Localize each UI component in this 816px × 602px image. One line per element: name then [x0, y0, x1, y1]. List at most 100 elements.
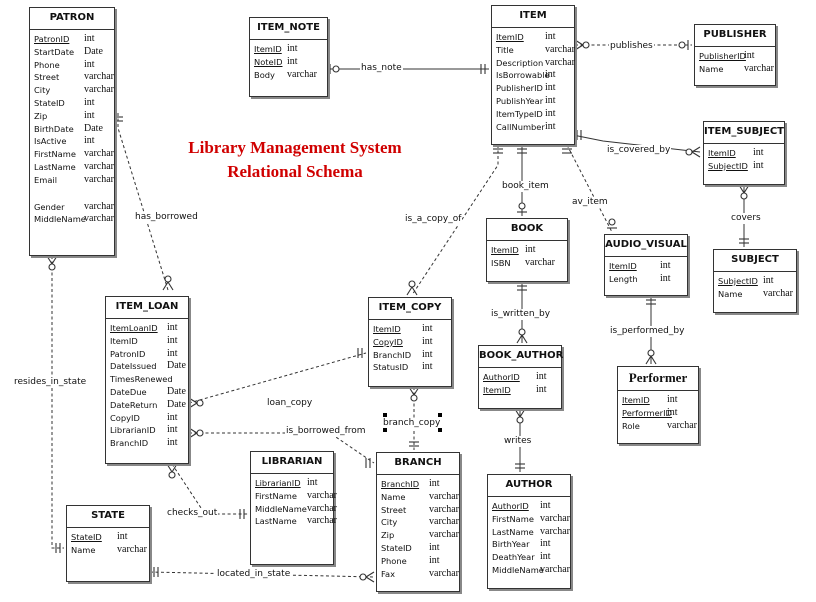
relationship-label-is-performed-by[interactable]: is_performed_by	[609, 326, 686, 337]
relationship-line-is-a-copy-of[interactable]	[411, 145, 499, 296]
relationship-line-av-item[interactable]	[566, 144, 613, 233]
relationship-label-checks-out[interactable]: checks_out	[166, 508, 219, 519]
relationship-label-is-covered-by[interactable]: is_covered_by	[606, 145, 672, 156]
relationship-label-has-note[interactable]: has_note	[360, 63, 403, 74]
relationship-label-book-item[interactable]: book_item	[501, 181, 550, 192]
relationship-label-writes[interactable]: writes	[503, 436, 533, 447]
selection-handle[interactable]	[438, 428, 442, 432]
selection-handle[interactable]	[383, 413, 387, 417]
relationship-label-has-borrowed[interactable]: has_borrowed	[134, 212, 199, 223]
relationship-label-is-borrowed-from[interactable]: is_borrowed_from	[285, 426, 367, 437]
relationship-label-is-a-copy-of[interactable]: is_a_copy_of	[404, 214, 463, 225]
relationship-label-located-in-state[interactable]: located_in_state	[216, 569, 292, 580]
relationship-line-checks-out[interactable]	[171, 463, 248, 515]
selection-handle[interactable]	[383, 428, 387, 432]
relationship-label-branch-copy[interactable]: branch_copy	[382, 418, 442, 429]
relationship-label-av-item[interactable]: av_item	[571, 197, 609, 208]
attribute-row[interactable]: TimesRenewed	[110, 373, 184, 386]
relationship-line-resides-in-state[interactable]	[51, 256, 64, 549]
selection-handle[interactable]	[438, 413, 442, 417]
relationship-label-loan-copy[interactable]: loan_copy	[266, 398, 314, 409]
relationship-label-publishes[interactable]: publishes	[609, 41, 654, 52]
